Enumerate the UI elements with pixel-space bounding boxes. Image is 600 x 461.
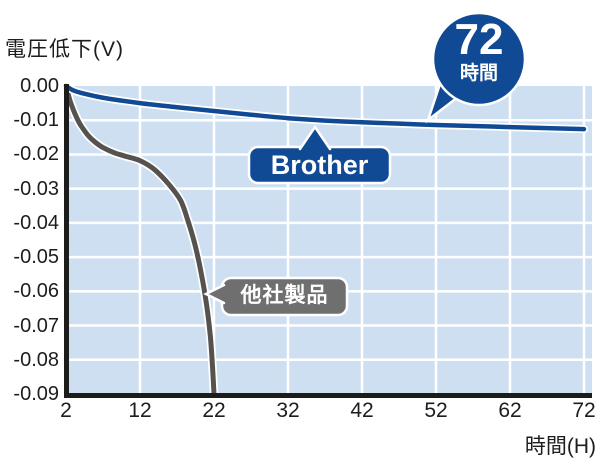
competitor-line <box>63 83 217 397</box>
callout-72h-bubble <box>431 11 527 107</box>
y-tick-label: -0.03 <box>13 178 59 200</box>
x-tick-label: 22 <box>202 399 226 422</box>
x-tick-label: 32 <box>276 399 300 422</box>
y-axis-line <box>64 84 69 396</box>
competitor-callout-tail <box>203 283 226 305</box>
x-tick-label: 72 <box>572 399 596 422</box>
gridlines <box>66 86 592 394</box>
callout-72h <box>425 11 527 124</box>
x-tick-label: 2 <box>60 399 72 422</box>
y-tick-label: -0.07 <box>13 315 59 337</box>
x-axis-title: 時間(H) <box>524 435 596 458</box>
y-tick-label: -0.02 <box>13 143 59 165</box>
y-tick-label: -0.08 <box>13 349 59 371</box>
callout-72h-unit: 時間 <box>459 63 498 84</box>
y-tick-label: 0.00 <box>20 75 59 97</box>
brother-label: Brother <box>270 150 369 180</box>
y-tick-label: -0.01 <box>13 109 59 131</box>
y-tick-label: -0.09 <box>13 383 59 405</box>
x-tick-label: 12 <box>128 399 152 422</box>
axes <box>64 84 592 398</box>
brother-callout-tail <box>298 124 332 151</box>
y-tick-label: -0.05 <box>13 246 59 268</box>
y-tick-label: -0.06 <box>13 280 59 302</box>
x-axis-line <box>64 393 592 398</box>
x-tick-label: 62 <box>498 399 522 422</box>
y-tick-label: -0.04 <box>13 212 59 234</box>
y-axis-title: 電圧低下(V) <box>5 38 124 61</box>
competitor-label: 他社製品 <box>240 284 329 307</box>
callout-competitor <box>203 276 349 317</box>
callout-brother <box>247 124 392 185</box>
x-tick-label: 52 <box>424 399 448 422</box>
data-series-lines <box>61 81 588 399</box>
plot-area-background <box>66 86 592 394</box>
x-tick-label: 42 <box>350 399 374 422</box>
callout-72h-value: 72 <box>454 15 504 64</box>
brother-line <box>63 83 587 132</box>
